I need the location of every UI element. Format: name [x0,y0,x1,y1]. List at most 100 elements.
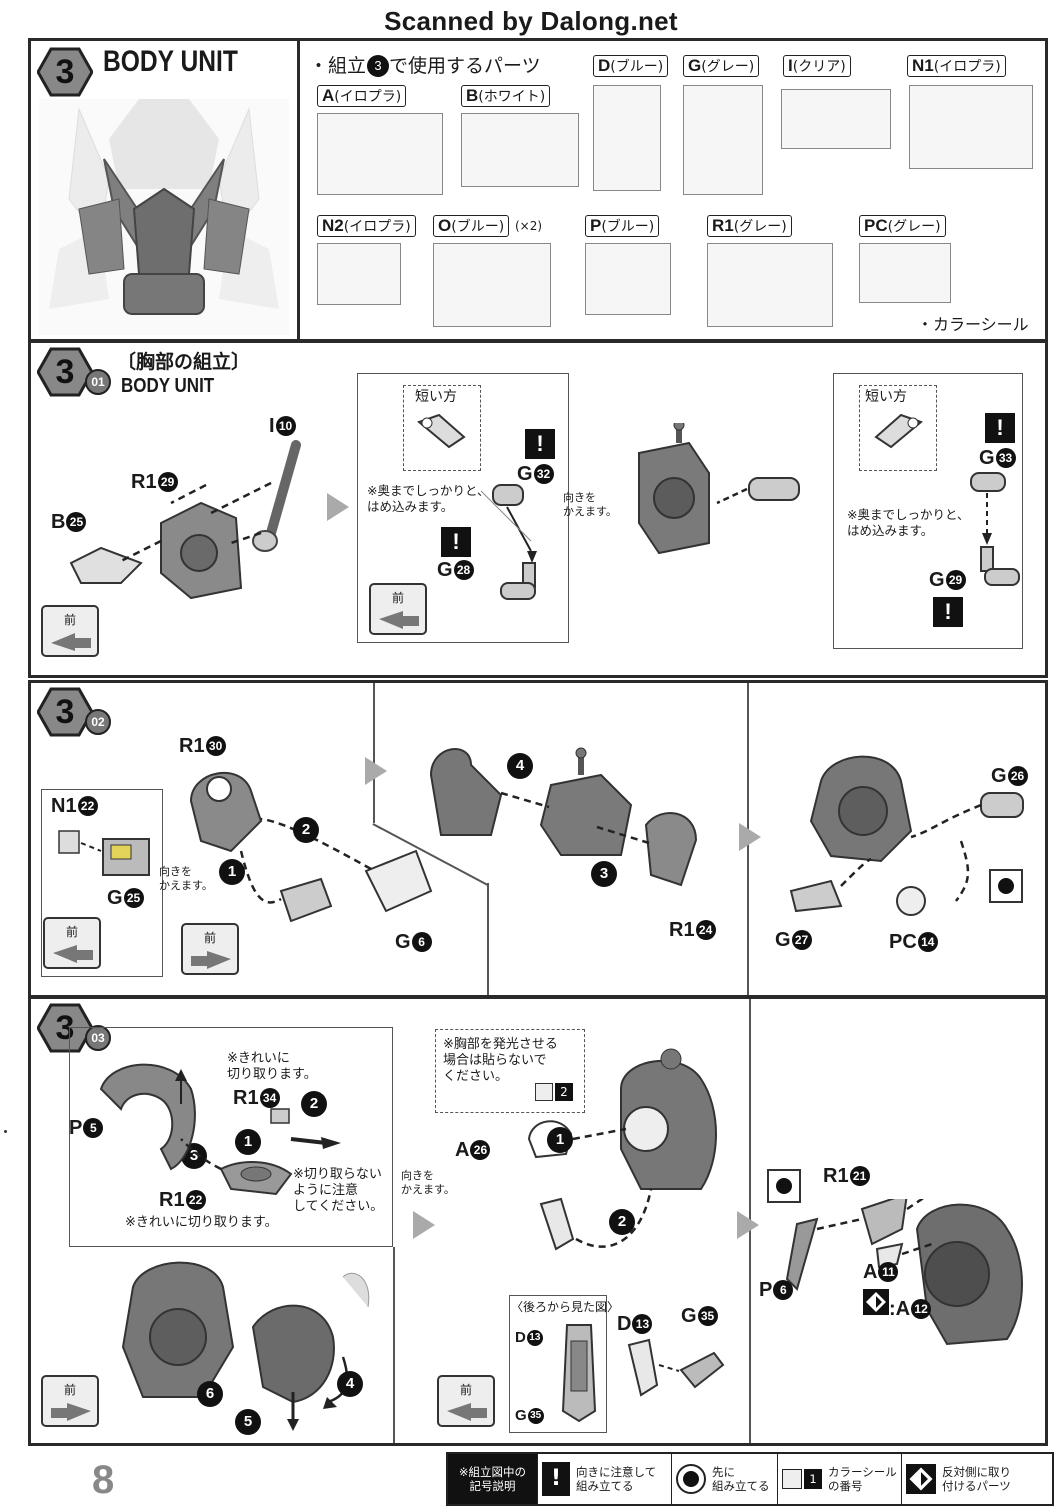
runner-tag-N2: N2(イロプラ) [317,215,416,237]
short-side-icon [417,413,466,449]
divider [297,41,300,339]
short-side-label: 短い方 [415,389,457,405]
runner-P [585,243,671,315]
divider [487,883,489,995]
legend-pre-assemble: 先に組み立てる [672,1454,778,1504]
chest-final-assembly [785,1199,1023,1346]
sub-step-badge: 03 [85,1025,111,1051]
torso-frame-assembly [789,755,1024,916]
runner-N2 [317,243,401,305]
step-number-2: 2 [609,1209,635,1235]
seal-icon [535,1083,553,1101]
pre-assemble-icon [676,1464,706,1494]
chest-assembly [638,423,800,555]
runner-tag-P: P(ブルー) [585,215,660,237]
turn-note: 向きをかえます。 [401,1169,455,1196]
clean-cut-note: ※きれいに切り取ります。 [227,1051,317,1082]
runner-tag-I: I(クリア) [783,55,851,77]
chest-core-assembly [527,1048,717,1251]
scan-banner: Scanned by Dalong.net [384,6,678,36]
step-number-1: 1 [547,1127,573,1153]
front-indicator: 前 [41,1375,99,1427]
glow-note-box [435,1029,585,1113]
step-badge: 3 [36,347,94,397]
runner-I [781,89,891,149]
detail-box-1 [357,373,569,643]
next-arrow [413,1211,435,1239]
runner-R1 [707,243,833,327]
front-indicator: 前 [43,917,101,969]
ring-assembly-parts [189,772,433,923]
runner-tag-D: D(ブルー) [593,55,669,77]
chest-frame-part [69,440,301,600]
page-number: 8 [92,1458,115,1502]
short-side-icon [874,413,923,449]
detail-box-2 [833,373,1023,649]
step-badge: 3 [36,687,94,737]
sub-parts [58,830,150,876]
seal-number: 2 [555,1083,573,1101]
short-side-inset [859,385,937,471]
short-side-inset [403,385,481,471]
divider [393,1247,395,1443]
armor-ring-parts [99,1063,341,1196]
back-view-label: 〈後ろから見た図〉 [511,1300,620,1314]
runner-tag-A: A(イロプラ) [317,85,407,107]
legend-opposite-side: 反対側に取り付けるパーツ [902,1454,1046,1504]
careful-cut-note: ※切り取らないように注意してください。 [293,1167,384,1214]
divider [373,683,375,823]
body-unit-preview [39,99,289,335]
sub-step-badge: 02 [85,709,111,735]
caution-icon: ! [542,1462,570,1496]
color-seal-note: ・カラーシール [917,315,1029,334]
step-title-jp: 〔胸部の組立〕 [117,351,251,373]
caution-icon: ! [525,429,555,459]
caution-icon: ! [985,413,1015,443]
seal-icon [782,1469,802,1489]
pre-assemble-icon [767,1169,801,1203]
short-side-label: 短い方 [865,389,907,405]
crest-parts [627,1338,725,1397]
runner-tag-N1: N1(イロプラ) [907,55,1006,77]
runner-tag-R1: R1(グレー) [707,215,792,237]
press-note: ※奥までしっかりと、はめ込みます。 [367,483,490,514]
sub-step-badge: 01 [85,369,111,395]
turn-note: 向きをかえます。 [563,491,617,518]
joint-parts [480,484,537,600]
runner-G [683,85,763,195]
step-number-2: 2 [293,817,319,843]
back-view-part [561,1324,597,1423]
step-title-en: BODY UNIT [121,375,215,397]
pre-assemble-icon [989,869,1023,903]
next-arrow [365,757,387,785]
opposite-side-icon [906,1464,936,1494]
next-arrow [739,823,761,851]
turn-note: 向きをかえます。 [159,865,213,892]
step-number-3: 3 [591,861,617,887]
torso-armor-assembly [121,1261,370,1431]
